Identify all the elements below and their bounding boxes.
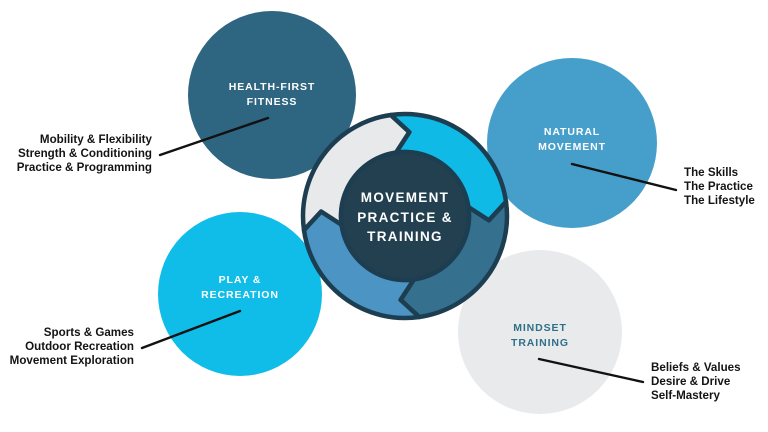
circle-natural-movement: NATURAL MOVEMENT [487, 58, 657, 228]
mindset-training-annotation: Beliefs & Values Desire & Drive Self-Mas… [651, 361, 741, 403]
center-hub-label: MOVEMENT PRACTICE & TRAINING [357, 190, 453, 244]
health-connector-line [158, 116, 270, 157]
natural-connector-line [570, 162, 678, 192]
health-first-fitness-label: HEALTH-FIRST FITNESS [228, 81, 316, 108]
mindset-training-label: MINDSET TRAINING [511, 322, 569, 349]
play-recreation-label: PLAY & RECREATION [201, 274, 279, 301]
center-hub-circle [338, 149, 472, 283]
natural-movement-annotation: The Skills The Practice The Lifestyle [684, 166, 755, 208]
natural-movement-label: NATURAL MOVEMENT [538, 126, 606, 153]
health-fitness-annotation: Mobility & Flexibility Strength & Condit… [16, 133, 152, 175]
circle-play-recreation: PLAY & RECREATION [158, 212, 322, 376]
mindset-connector-line [537, 357, 645, 384]
play-connector-line [140, 309, 242, 350]
circle-health-first-fitness: HEALTH-FIRST FITNESS [188, 11, 356, 179]
play-recreation-annotation: Sports & Games Outdoor Recreation Moveme… [9, 326, 134, 368]
